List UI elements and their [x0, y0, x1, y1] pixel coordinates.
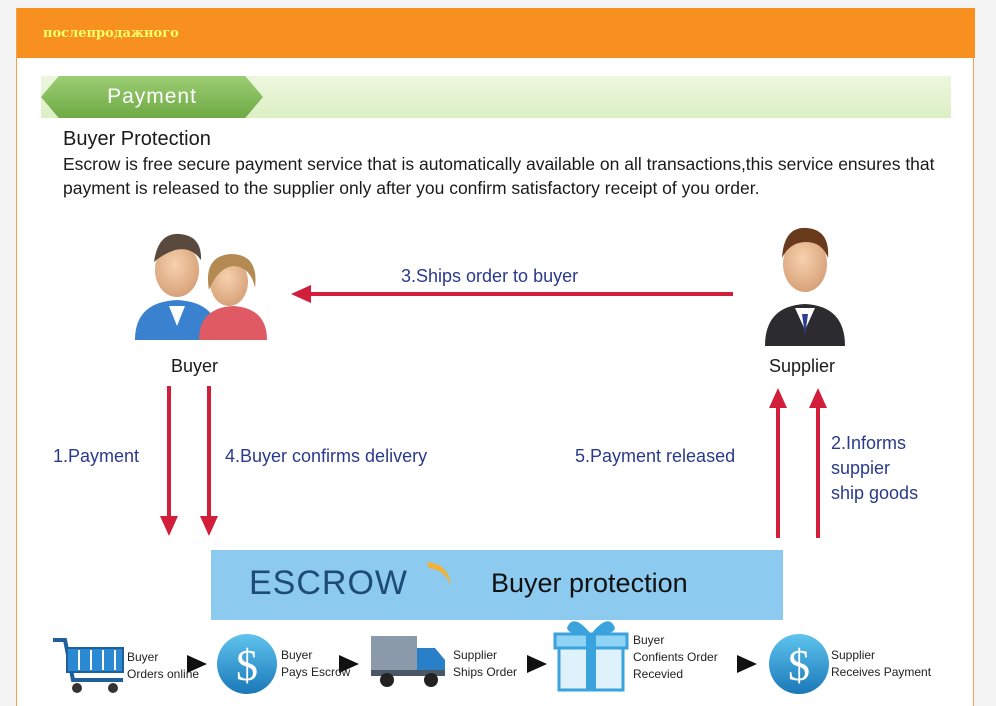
step-informs-label: 2.Informs suppier ship goods	[831, 431, 918, 506]
protection-description: Escrow is free secure payment service th…	[63, 154, 935, 198]
flow-arrow-3	[527, 655, 547, 673]
flow-arrow-4	[737, 655, 757, 673]
flow-line: Supplier	[453, 648, 498, 662]
released-arrow	[769, 388, 787, 538]
step-informs-line: 2.Informs	[831, 433, 907, 453]
buyer-label: Buyer	[171, 356, 219, 376]
header-bar: послепродажного	[17, 8, 975, 58]
svg-text:$: $	[236, 641, 258, 690]
confirms-arrow	[200, 386, 218, 536]
section-tab	[41, 76, 263, 118]
flow-line: Confients Order	[633, 650, 718, 664]
supplier-icon	[765, 227, 845, 346]
flow-line: Recevied	[633, 667, 684, 681]
supplier-label: Supplier	[769, 356, 836, 376]
page-frame: послепродажного Payment Buyer Protection…	[16, 8, 975, 706]
flow-line: Ships Order	[453, 665, 518, 679]
flow-arrow-2	[339, 655, 359, 673]
step-informs-line: suppier	[831, 458, 891, 478]
step-informs-line: ship goods	[831, 483, 919, 503]
content-area: Payment Buyer Protection Escrow is free …	[17, 58, 975, 706]
delivery-truck-icon	[371, 636, 445, 687]
step-payment-label: 1.Payment	[53, 446, 140, 466]
flow-line: Buyer	[127, 650, 159, 664]
dollar-coin-icon: $	[769, 634, 829, 694]
flow-step-text: Buyer Pays Escrow	[281, 647, 350, 681]
flow-line: Pays Escrow	[281, 665, 351, 679]
shopping-cart-icon	[53, 638, 124, 693]
informs-arrow	[809, 388, 827, 538]
buyer-couple-icon	[135, 233, 267, 340]
flow-line: Orders online	[127, 667, 200, 681]
flow-step-text: Buyer Confients Order Recevied	[633, 632, 718, 683]
escrow-subtitle: Buyer protection	[491, 568, 688, 598]
svg-text:$: $	[788, 641, 810, 690]
dollar-coin-icon: $	[217, 634, 277, 694]
gift-box-icon	[553, 621, 629, 692]
flow-step-text: Buyer Orders online	[127, 649, 199, 683]
ships-arrow	[291, 285, 733, 303]
step-released-label: 5.Payment released	[575, 446, 736, 466]
flow-step-text: Supplier Receives Payment	[831, 647, 931, 681]
flow-line: Buyer	[281, 648, 313, 662]
swoosh-icon	[427, 562, 451, 586]
escrow-word: ESCROW	[249, 564, 408, 602]
flow-arrow-1	[187, 655, 207, 673]
payment-arrow	[160, 386, 178, 536]
section-tab-label: Payment	[107, 85, 197, 108]
escrow-box: ESCROW Buyer protection	[211, 550, 783, 620]
step-confirms-label: 4.Buyer confirms delivery	[225, 446, 428, 466]
step-ships-label: 3.Ships order to buyer	[401, 266, 579, 286]
flow-line: Receives Payment	[831, 665, 932, 679]
protection-title: Buyer Protection	[63, 128, 211, 150]
header-title: послепродажного	[43, 26, 179, 41]
flow-line: Supplier	[831, 648, 876, 662]
flow-line: Buyer	[633, 633, 665, 647]
flow-step-text: Supplier Ships Order	[453, 647, 517, 681]
escrow-diagram: $ $	[53, 227, 845, 694]
